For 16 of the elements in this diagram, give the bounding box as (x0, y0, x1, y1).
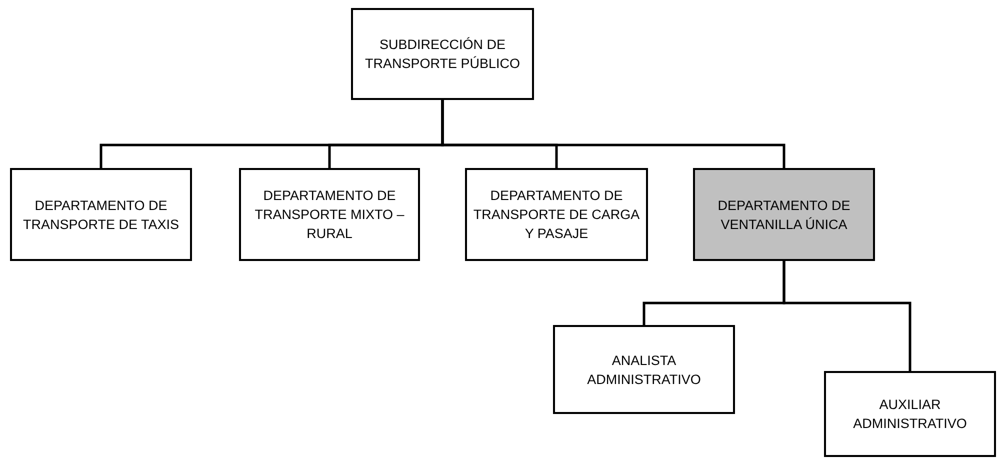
org-box (465, 168, 648, 261)
box-label: ANALISTA ADMINISTRATIVO (586, 352, 702, 388)
box-label: SUBDIRECCIÓN DE TRANSPORTE PÚBLICO (364, 36, 522, 73)
box-label: DEPARTAMENTO DE VENTANILLA ÚNICA (716, 196, 852, 234)
connector-line (441, 100, 786, 168)
org-box (10, 168, 192, 261)
box-label: DEPARTAMENTO DE TRANSPORTE MIXTO – RURAL (254, 187, 404, 243)
org-box (239, 168, 420, 261)
org-box (553, 325, 735, 414)
org-box (824, 371, 996, 457)
box-label: DEPARTAMENTO DE TRANSPORTE DE CARGA Y PASAJE (472, 187, 641, 243)
org-box (351, 8, 534, 100)
connector-line (782, 261, 912, 371)
box-label: DEPARTAMENTO DE TRANSPORTE DE TAXIS (22, 196, 180, 234)
box-label: AUXILIAR ADMINISTRATIVO (852, 396, 968, 433)
org-box (693, 168, 875, 261)
